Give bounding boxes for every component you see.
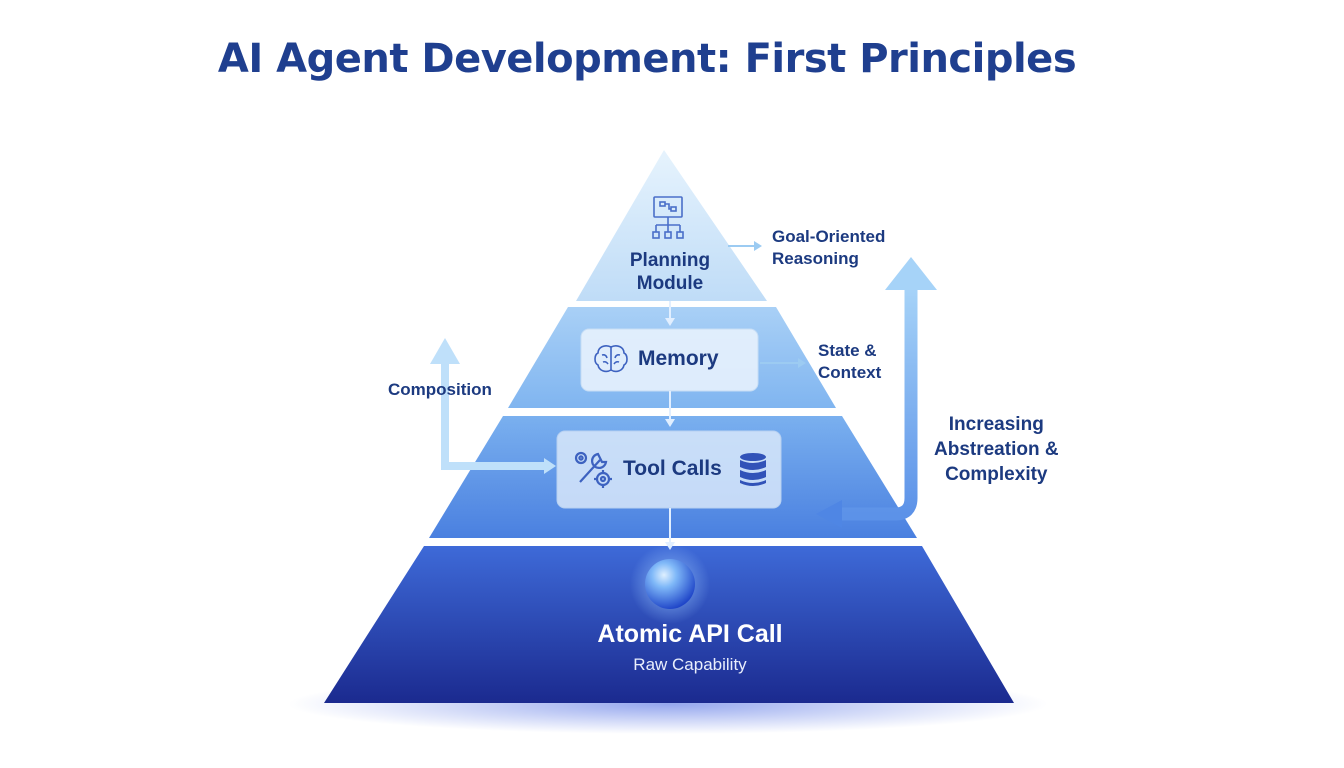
abstraction-arrow [838, 288, 918, 521]
tool-calls-label: Tool Calls [623, 457, 722, 480]
state-annotation: State & Context [818, 340, 881, 384]
goal-annotation-line1: Goal-Oriented [772, 227, 886, 246]
wrench-gear-icon [570, 448, 618, 497]
composition-label: Composition [388, 380, 492, 399]
database-icon [738, 452, 768, 493]
sphere-icon [645, 559, 695, 609]
goal-annotation-line2: Reasoning [772, 249, 859, 268]
state-annotation-line1: State & [818, 341, 877, 360]
memory-label: Memory [638, 347, 719, 370]
diagram-title: AI Agent Development: First Principles [217, 36, 1077, 82]
brain-icon [593, 343, 629, 380]
state-annotation-line2: Context [818, 363, 882, 382]
atomic-api-call-label: Atomic API Call [597, 620, 783, 648]
state-arrow [760, 358, 806, 368]
abstraction-line3: Complexity [945, 464, 1048, 485]
flowchart-icon [651, 195, 691, 250]
goal-annotation: Goal-Oriented Reasoning [772, 226, 885, 270]
goal-arrow [728, 241, 762, 251]
abstraction-line1: Increasing [948, 414, 1044, 435]
abstraction-annotation: Increasing Abstreation & Complexity [934, 412, 1059, 487]
raw-capability-label: Raw Capability [633, 655, 747, 674]
tier-atomic [324, 546, 1014, 703]
abstraction-line2: Abstreation & [934, 439, 1059, 460]
composition-arrow [441, 362, 548, 470]
